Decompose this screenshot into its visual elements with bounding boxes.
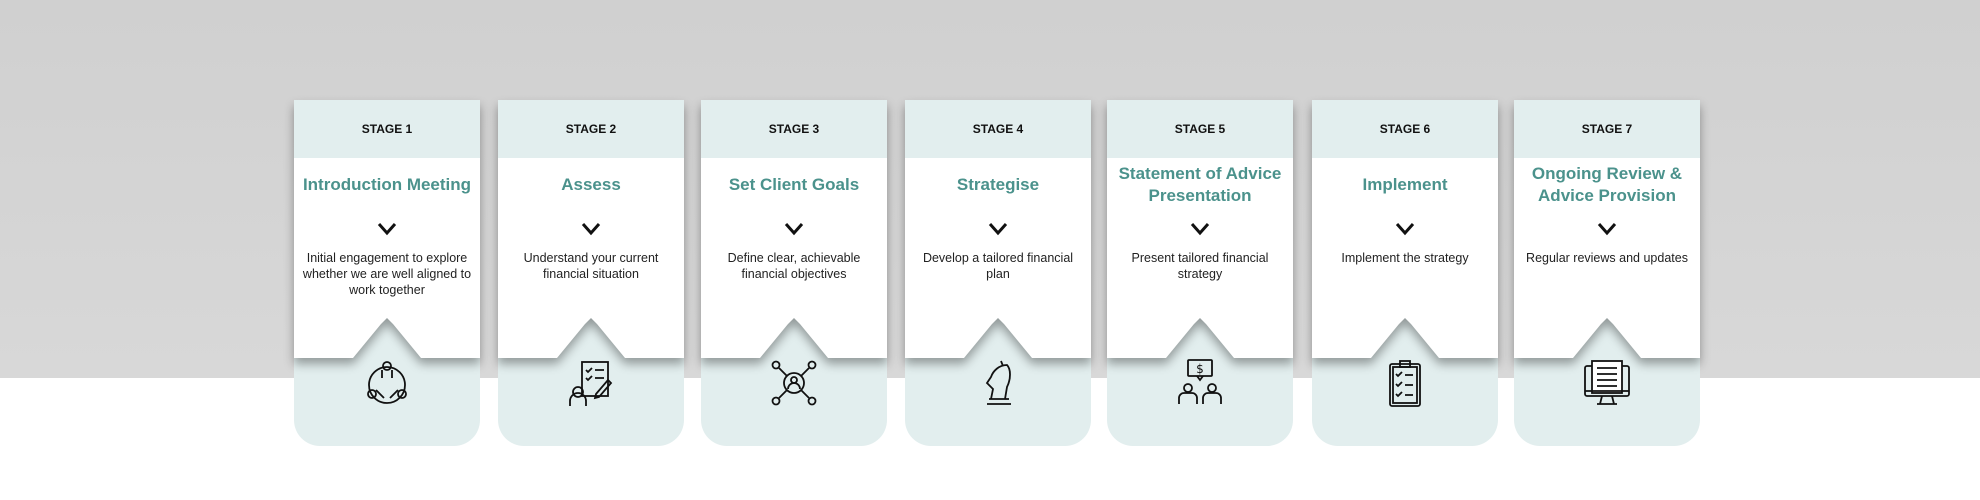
stage-card-5: STAGE 5 Statement of Advice Presentation…	[1107, 100, 1293, 446]
panel-shape	[1514, 100, 1700, 358]
chevron-down-icon	[1395, 223, 1415, 236]
stage-title: Assess	[561, 175, 621, 194]
panel-shape	[498, 100, 684, 358]
stage-description: Initial engagement to explore whether we…	[302, 251, 472, 297]
chevron-down-icon	[377, 223, 397, 236]
stage-card-2: STAGE 2 Assess Understand your current f…	[498, 100, 684, 446]
stage-description: Define clear, achievable financial objec…	[727, 251, 861, 281]
panel-shape	[294, 100, 480, 358]
stage-description: Present tailored financial strategy	[1131, 251, 1269, 281]
svg-text:$: $	[1196, 362, 1204, 376]
stage-title: Ongoing Review & Advice Provision	[1531, 164, 1683, 205]
chevron-down-icon	[581, 223, 601, 236]
stage-title: Statement of Advice Presentation	[1118, 164, 1282, 205]
panel-shape	[1107, 100, 1293, 358]
stage-content-panel	[1107, 100, 1293, 358]
assessment-checklist-icon	[569, 361, 613, 406]
stage-title: Strategise	[956, 175, 1040, 194]
stage-description: Develop a tailored financial plan	[922, 251, 1074, 281]
chevron-down-icon	[988, 223, 1008, 236]
stage-card-4: STAGE 4 Strategise Develop a tailored fi…	[905, 100, 1091, 446]
panel-shape	[905, 100, 1091, 358]
stage-description: Regular reviews and updates	[1526, 251, 1688, 265]
network-goals-icon	[771, 360, 817, 406]
clipboard-checklist-icon	[1389, 360, 1421, 407]
stage-card-6: STAGE 6 Implement Implement the strategy	[1312, 100, 1498, 446]
stage-title: Introduction Meeting	[302, 175, 472, 194]
panel-shape	[1312, 100, 1498, 358]
stage-description: Understand your current financial situat…	[523, 251, 659, 281]
team-meeting-icon	[367, 361, 407, 404]
stage-description: Implement the strategy	[1341, 251, 1469, 265]
stage-content-panel	[498, 100, 684, 358]
stage-title: Implement	[1362, 175, 1448, 194]
stage-label: STAGE 4	[905, 100, 1091, 158]
chevron-down-icon	[1597, 223, 1617, 236]
chess-knight-icon	[985, 360, 1011, 405]
stage-label: STAGE 6	[1312, 100, 1498, 158]
stage-content-panel	[701, 100, 887, 358]
panel-shape	[701, 100, 887, 358]
stage-title: Set Client Goals	[728, 175, 860, 194]
stage-label: STAGE 2	[498, 100, 684, 158]
monitor-document-icon	[1584, 360, 1630, 405]
stage-label: STAGE 3	[701, 100, 887, 158]
stage-content-panel	[905, 100, 1091, 358]
stage-content-panel	[1312, 100, 1498, 358]
stage-label: STAGE 1	[294, 100, 480, 158]
stage-card-1: STAGE 1 Introduction Meeting Initial eng…	[294, 100, 480, 446]
advice-presentation-icon: $	[1178, 359, 1222, 404]
stage-content-panel	[1514, 100, 1700, 358]
stage-card-3: STAGE 3 Set Client Goals Define clear, a…	[701, 100, 887, 446]
chevron-down-icon	[784, 223, 804, 236]
stage-content-panel	[294, 100, 480, 358]
stage-label: STAGE 5	[1107, 100, 1293, 158]
stage-card-7: STAGE 7 Ongoing Review & Advice Provisio…	[1514, 100, 1700, 446]
chevron-down-icon	[1190, 223, 1210, 236]
stage-label: STAGE 7	[1514, 100, 1700, 158]
